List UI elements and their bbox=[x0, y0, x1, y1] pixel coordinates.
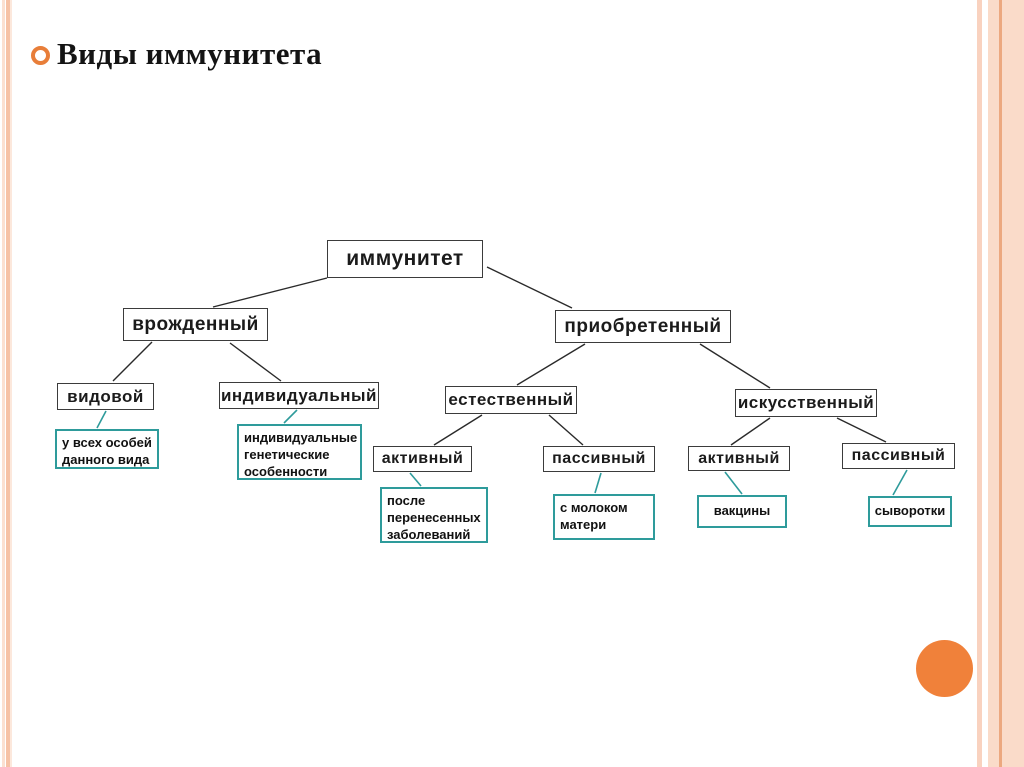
edge-artificial-passive bbox=[836, 417, 887, 443]
edge-root-innate bbox=[212, 277, 328, 308]
edge-innate-individual bbox=[229, 342, 282, 382]
left-edge-stripe bbox=[2, 0, 5, 767]
node-individualnyi: индивидуальный bbox=[219, 382, 379, 409]
node-passivnyi-artificial: пассивный bbox=[842, 443, 955, 469]
edge-innate-species bbox=[112, 341, 153, 382]
right-edge-stripe bbox=[977, 0, 982, 767]
edge-species-note bbox=[96, 410, 107, 429]
note-serums: сыворотки bbox=[868, 496, 952, 527]
edge-acquired-natural bbox=[516, 343, 586, 386]
note-species-immunity: у всех особей данного вида bbox=[55, 429, 159, 469]
note-individual-genetics: индивидуальные генетические особенности bbox=[237, 424, 362, 480]
bullet-ring-icon bbox=[31, 46, 50, 65]
node-vrozhdennyi: врожденный bbox=[123, 308, 268, 341]
right-edge-stripe bbox=[999, 0, 1002, 767]
left-edge-stripe bbox=[10, 0, 12, 767]
right-edge-stripe bbox=[988, 0, 1024, 767]
edge-artificial-active-note bbox=[724, 471, 743, 495]
edge-natural-passive bbox=[548, 414, 584, 446]
left-edge-stripe bbox=[6, 0, 10, 767]
node-aktivnyi-artificial: активный bbox=[688, 446, 790, 471]
node-passivnyi-natural: пассивный bbox=[543, 446, 655, 472]
node-vidovoi: видовой bbox=[57, 383, 154, 410]
node-estestvennyi: естественный bbox=[445, 386, 577, 414]
slide-title: Виды иммунитета bbox=[57, 36, 323, 71]
node-aktivnyi-natural: активный bbox=[373, 446, 472, 472]
edge-natural-active-note bbox=[409, 472, 422, 487]
node-priobretennyi: приобретенный bbox=[555, 310, 731, 343]
edge-individual-note bbox=[283, 409, 298, 424]
edge-root-acquired bbox=[486, 266, 573, 309]
edge-natural-passive-note bbox=[594, 472, 602, 494]
decorative-orange-circle bbox=[916, 640, 973, 697]
edge-acquired-artificial bbox=[699, 343, 771, 389]
node-immunitet: иммунитет bbox=[327, 240, 483, 278]
edge-artificial-passive-note bbox=[892, 469, 908, 496]
edge-artificial-active bbox=[730, 417, 771, 446]
note-mothers-milk: с молоком матери bbox=[553, 494, 655, 540]
edge-natural-active bbox=[433, 414, 483, 446]
node-iskusstvennyi: искусственный bbox=[735, 389, 877, 417]
note-vaccines: вакцины bbox=[697, 495, 787, 528]
note-after-diseases: после перенесенных заболеваний bbox=[380, 487, 488, 543]
